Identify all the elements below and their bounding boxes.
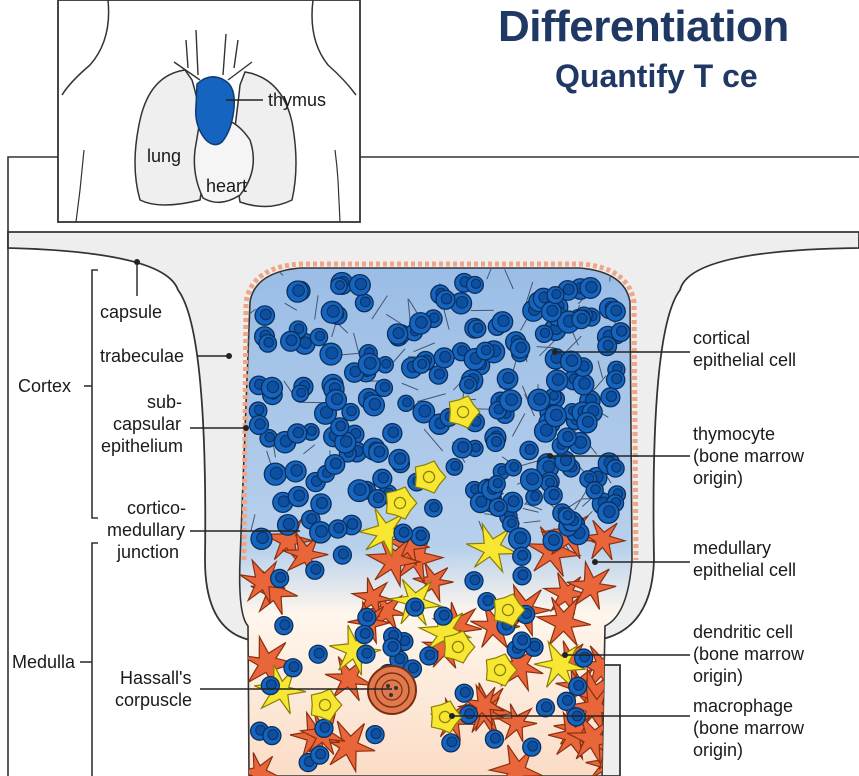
label-corticomedullary-2: medullary [107, 520, 185, 540]
label-macrophage-1: macrophage [693, 696, 793, 716]
label-medullary-1: medullary [693, 538, 771, 558]
label-cortical-2: epithelial cell [693, 350, 796, 370]
label-thymocyte-2: (bone marrow [693, 446, 805, 466]
label-dendritic-1: dendritic cell [693, 622, 793, 642]
inset-label-lung: lung [147, 146, 181, 166]
label-macrophage-2: (bone marrow [693, 718, 805, 738]
label-subcapsular-1: sub- [147, 392, 182, 412]
label-corticomedullary-3: junction [116, 542, 179, 562]
inset-label-thymus: thymus [268, 90, 326, 110]
label-hassall-2: corpuscle [115, 690, 192, 710]
hassalls-corpuscle [368, 666, 416, 714]
body-inset: thymus lung heart [58, 0, 360, 222]
label-dendritic-3: origin) [693, 666, 743, 686]
label-corticomedullary-1: cortico- [127, 498, 186, 518]
label-thymocyte-3: origin) [693, 468, 743, 488]
label-cortex: Cortex [18, 376, 71, 396]
inset-label-heart: heart [206, 176, 247, 196]
label-subcapsular-2: capsular [113, 414, 181, 434]
label-medulla: Medulla [12, 652, 76, 672]
label-dendritic-2: (bone marrow [693, 644, 805, 664]
label-subcapsular-3: epithelium [101, 436, 183, 456]
label-hassall-1: Hassall's [120, 668, 191, 688]
label-thymocyte-1: thymocyte [693, 424, 775, 444]
label-medullary-2: epithelial cell [693, 560, 796, 580]
label-capsule: capsule [100, 302, 162, 322]
label-macrophage-3: origin) [693, 740, 743, 760]
region-brackets [80, 270, 98, 776]
label-cortical-1: cortical [693, 328, 750, 348]
label-trabeculae: trabeculae [100, 346, 184, 366]
